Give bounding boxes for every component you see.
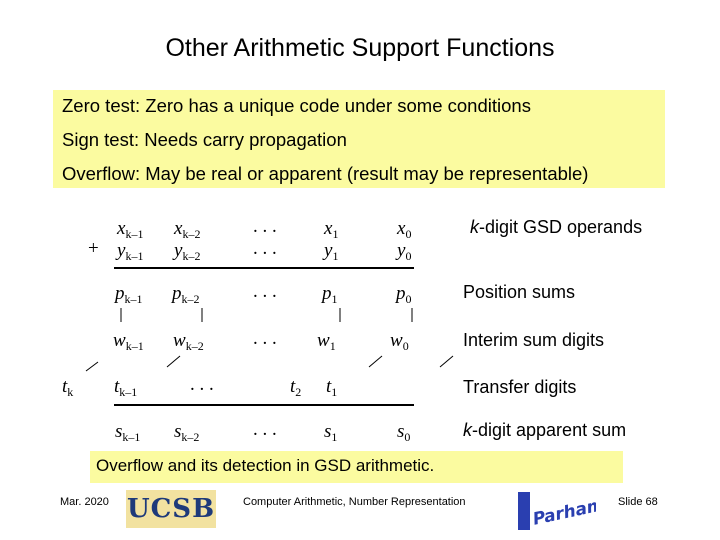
digit-t-2: t2 [290, 376, 302, 399]
label-transfer-digits: Transfer digits [463, 377, 577, 397]
author-logo: Parhami [516, 488, 613, 534]
digit-w-1: w1 [317, 330, 336, 353]
digit-y-1: y1 [324, 240, 339, 263]
digit-s-k-2: sk–2 [174, 421, 200, 444]
sign-test-line: Sign test: Needs carry propagation [62, 129, 347, 150]
digit-w-k-2: wk–2 [173, 330, 204, 353]
digit-x-1: x1 [324, 218, 339, 241]
diagonal-connector-k [85, 361, 99, 372]
label-interim-digits: Interim sum digits [463, 330, 605, 350]
info-box: Zero test: Zero has a unique code under … [53, 90, 665, 188]
zero-test-line: Zero test: Zero has a unique code under … [62, 95, 531, 116]
label-apparent-sum: k-digit apparent sum [463, 420, 627, 440]
digit-t-k: tk [62, 376, 74, 399]
footer-date: Mar. 2020 [60, 496, 109, 508]
dots-x: . . . [253, 216, 277, 237]
diagonal-connector-1 [368, 355, 383, 368]
svg-text:Parhami: Parhami [531, 494, 596, 530]
sum-rule-2 [114, 404, 414, 406]
figure-caption: Overflow and its detection in GSD arithm… [96, 456, 435, 475]
sum-rule-1 [114, 267, 414, 269]
digit-s-k-1: sk–1 [115, 421, 141, 444]
plus-sign: + [88, 238, 99, 259]
footer-slide-number: Slide 68 [618, 496, 658, 508]
digit-y-0: y0 [397, 240, 412, 263]
digit-p-k-2: pk–2 [172, 283, 200, 306]
slide-title: Other Arithmetic Support Functions [165, 34, 555, 62]
digit-p-1: p1 [322, 283, 338, 306]
digit-x-k-2: xk–2 [174, 218, 201, 241]
digit-s-0: s0 [397, 421, 411, 444]
digit-t-1: t1 [326, 376, 338, 399]
digit-x-0: x0 [397, 218, 412, 241]
digit-p-k-1: pk–1 [115, 283, 143, 306]
overflow-line: Overflow: May be real or apparent (resul… [62, 163, 589, 184]
digit-x-k-1: xk–1 [117, 218, 144, 241]
ucsb-logo: UCSB [126, 490, 216, 528]
diagonal-connector-0 [439, 355, 454, 368]
digit-w-0: w0 [390, 330, 409, 353]
label-position-sums: Position sums [463, 282, 576, 302]
digit-y-k-2: yk–2 [174, 240, 201, 263]
figure-caption-box: Overflow and its detection in GSD arithm… [90, 451, 623, 483]
diagonal-connector-k-1 [166, 355, 181, 368]
digit-t-k-1: tk–1 [114, 376, 138, 399]
dots-s: . . . [253, 419, 277, 440]
digit-p-0: p0 [396, 283, 412, 306]
dots-w: . . . [253, 328, 277, 349]
dots-t: . . . [190, 374, 214, 395]
footer-course: Computer Arithmetic, Number Representati… [243, 496, 466, 508]
dots-y: . . . [253, 238, 277, 259]
digit-y-k-1: yk–1 [117, 240, 144, 263]
label-operands: k-digit GSD operands [470, 217, 643, 237]
digit-w-k-1: wk–1 [113, 330, 144, 353]
dots-p: . . . [253, 281, 277, 302]
digit-s-1: s1 [324, 421, 338, 444]
